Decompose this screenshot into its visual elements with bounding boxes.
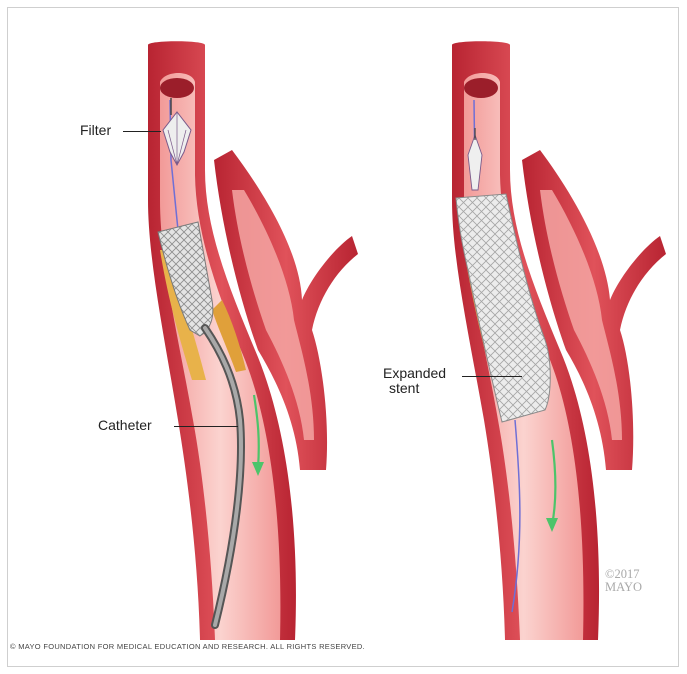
filter-label: Filter	[80, 123, 111, 138]
watermark-org: MAYO	[605, 581, 642, 594]
right-artery-opening	[464, 78, 498, 98]
expanded-stent-label-line2: stent	[383, 381, 446, 396]
left-artery	[148, 41, 358, 640]
filter-leader-line	[123, 131, 161, 132]
expanded-stent-label: Expanded stent	[383, 366, 446, 396]
expanded-stent-label-line1: Expanded	[383, 366, 446, 381]
catheter-label: Catheter	[98, 418, 152, 433]
expanded-stent-leader-line	[462, 376, 522, 377]
left-artery-opening	[160, 78, 194, 98]
copyright-notice: © MAYO FOUNDATION FOR MEDICAL EDUCATION …	[10, 642, 365, 651]
right-artery	[452, 41, 666, 640]
mayo-watermark: ©2017 MAYO	[605, 568, 642, 594]
catheter-leader-line	[174, 426, 238, 427]
